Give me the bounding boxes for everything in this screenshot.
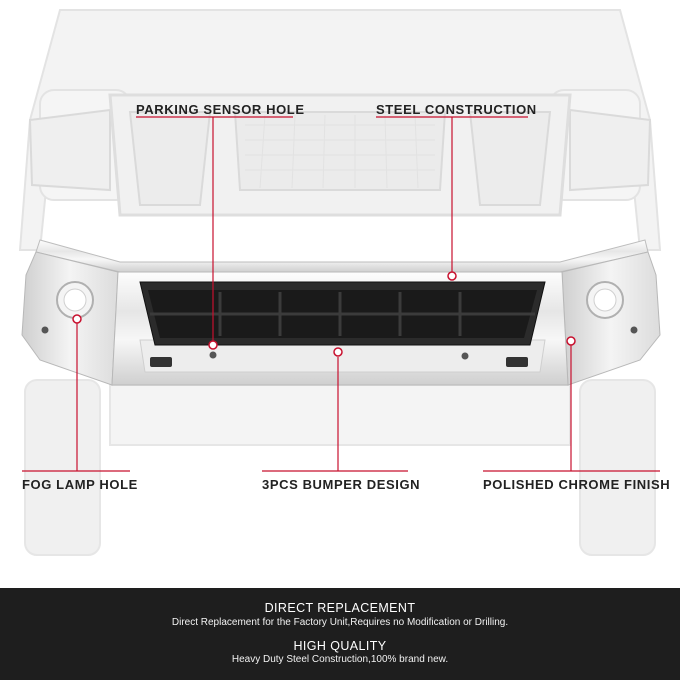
feature-description: Heavy Duty Steel Construction,100% brand… bbox=[231, 654, 449, 665]
callout-steel-construction: STEEL CONSTRUCTION bbox=[376, 102, 537, 117]
grille-mesh bbox=[245, 114, 435, 189]
tow-slots bbox=[150, 357, 528, 367]
callout-fog-lamp-hole: FOG LAMP HOLE bbox=[22, 477, 138, 492]
feature-title: HIGH QUALITY bbox=[293, 639, 387, 653]
callout-lines bbox=[22, 116, 660, 472]
bumper-left-end bbox=[21, 251, 119, 386]
callout-parking-sensor-hole: PARKING SENSOR HOLE bbox=[136, 102, 305, 117]
bumper-right-end bbox=[561, 251, 661, 386]
feature-description: Direct Replacement for the Factory Unit,… bbox=[171, 617, 509, 628]
parking-sensor-holes bbox=[41, 326, 638, 360]
callout-3pcs-bumper-design: 3PCS BUMPER DESIGN bbox=[262, 477, 421, 492]
callout-polished-chrome-finish: POLISHED CHROME FINISH bbox=[483, 477, 671, 492]
feature-title: DIRECT REPLACEMENT bbox=[264, 601, 416, 615]
product-illustration: PARKING SENSOR HOLE STEEL CONSTRUCTION F… bbox=[18, 9, 671, 556]
fog-lamp-hole-right bbox=[586, 281, 624, 319]
fog-lamp-hole-left bbox=[56, 281, 94, 319]
bumper-grille-insert bbox=[139, 281, 546, 346]
bumper-diagram bbox=[18, 9, 662, 556]
callout-dots bbox=[72, 271, 576, 357]
bumper-top-rail bbox=[35, 239, 649, 273]
features-footer: DIRECT REPLACEMENT Direct Replacement fo… bbox=[0, 588, 680, 680]
